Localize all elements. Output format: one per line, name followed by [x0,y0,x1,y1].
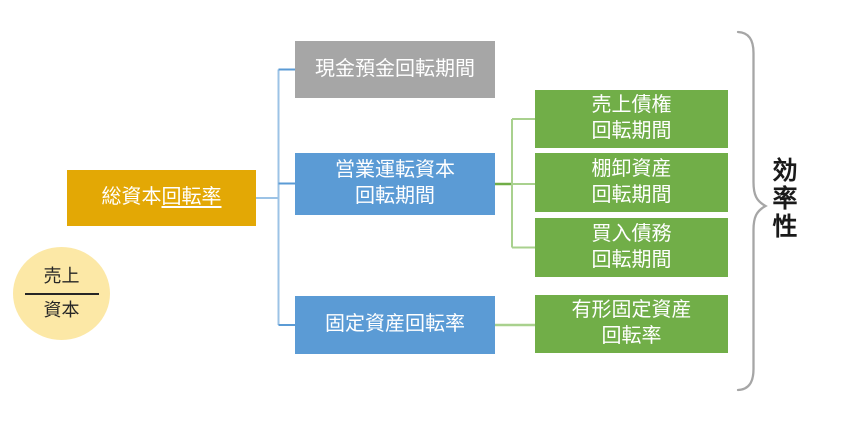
root-label-prefix: 総資本 [101,186,162,209]
node-label-line1: 有形固定資産 [571,299,692,322]
node-label-line2: 回転期間 [355,185,435,207]
node-label: 固定資産回転率 [325,313,465,336]
node-label-line1: 営業運転資本 [335,159,455,182]
node-label-line2: 回転率 [601,325,662,347]
node-payables-turnover-period: 買入債務 回転期間 [535,218,728,277]
node-label-line1: 棚卸資産 [591,157,672,180]
formula-circle: 売上 資本 [13,247,110,340]
node-working-capital-turnover-period: 営業運転資本 回転期間 [295,153,495,215]
node-label-line2: 回転期間 [591,120,672,142]
root-label-underlined: 回転率 [161,186,222,209]
right-brace [736,30,768,392]
node-tangible-fixed-asset-turnover: 有形固定資産 回転率 [535,295,728,353]
fraction-divider [24,292,99,295]
node-label-line1: 買入債務 [591,222,672,245]
category-label-efficiency: 効率性 [769,157,797,241]
node-total-capital-turnover: 総資本回転率 [67,170,256,226]
node-label-line1: 売上債権 [591,94,672,117]
node-inventory-turnover-period: 棚卸資産 回転期間 [535,153,728,212]
formula-denominator: 資本 [43,299,80,320]
node-label-line2: 回転期間 [591,183,672,206]
node-label-line2: 回転期間 [591,248,672,271]
formula-numerator: 売上 [43,265,80,286]
node-cash-deposit-turnover-period: 現金預金回転期間 [295,41,495,98]
node-receivables-turnover-period: 売上債権 回転期間 [535,90,728,148]
node-fixed-asset-turnover: 固定資産回転率 [295,296,495,354]
node-label: 現金預金回転期間 [315,57,475,80]
